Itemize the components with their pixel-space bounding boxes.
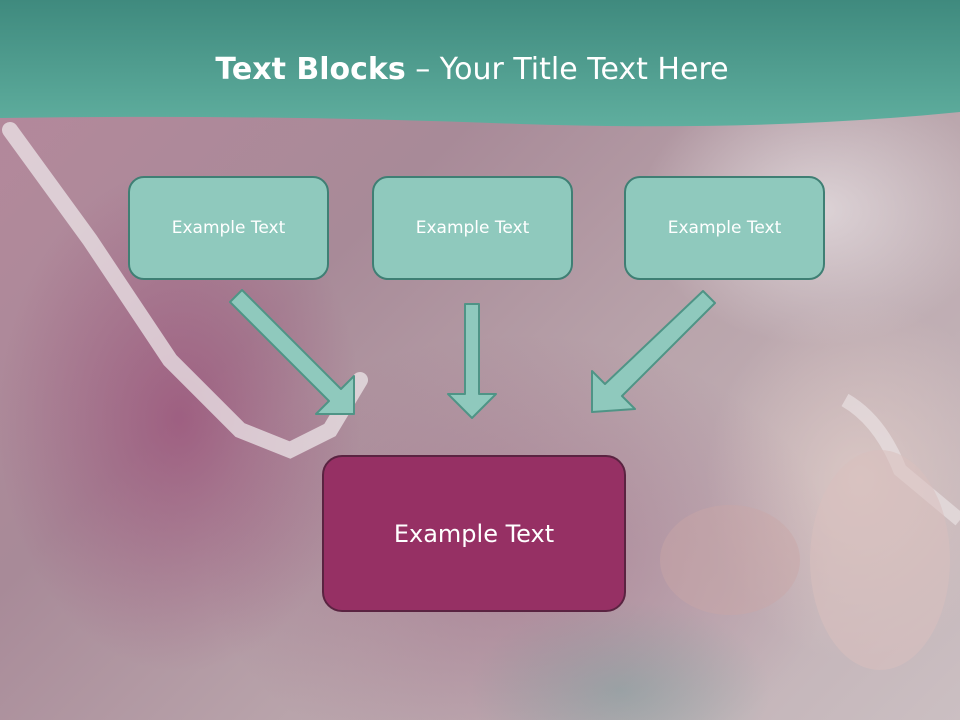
arrow-down-icon — [447, 303, 497, 419]
arrow-down-left-icon — [591, 290, 716, 413]
text-block-2-label: Example Text — [415, 218, 530, 238]
arrow-down-right-icon — [229, 289, 355, 415]
target-block[interactable]: Example Text — [322, 455, 626, 612]
title-rest: – Your Title Text Here — [405, 52, 729, 87]
text-block-2[interactable]: Example Text — [372, 176, 573, 280]
text-block-3[interactable]: Example Text — [624, 176, 825, 280]
text-block-3-label: Example Text — [667, 218, 782, 238]
page-title: Text Blocks – Your Title Text Here — [0, 52, 944, 87]
text-block-1-label: Example Text — [171, 218, 286, 238]
title-bold: Text Blocks — [215, 52, 406, 87]
target-block-label: Example Text — [393, 519, 555, 548]
text-block-1[interactable]: Example Text — [128, 176, 329, 280]
header-band — [0, 0, 960, 127]
